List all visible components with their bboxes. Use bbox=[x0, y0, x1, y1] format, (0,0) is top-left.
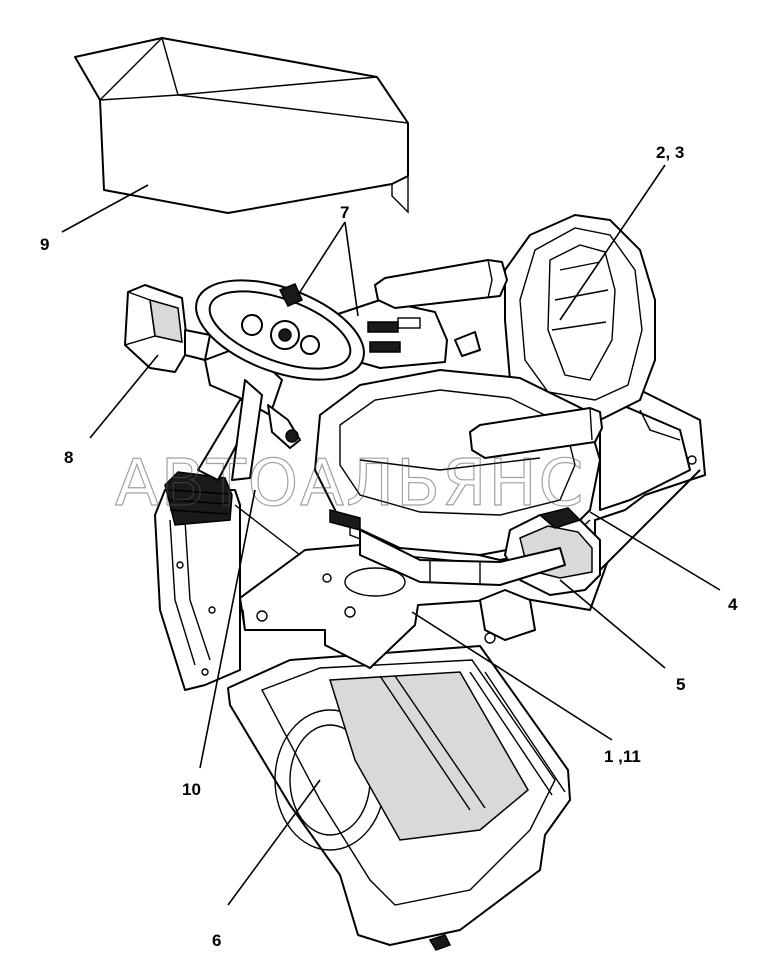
leader-lines bbox=[61, 164, 721, 906]
callout-6: 6 bbox=[212, 931, 221, 950]
callout-1-11: 1 ,11 bbox=[604, 747, 641, 766]
part-9-cover bbox=[74, 37, 409, 214]
seat-base-mechanism bbox=[329, 509, 566, 586]
callout-labels: 9 2, 3 7 8 4 5 1 ,11 10 6 bbox=[40, 143, 738, 950]
callout-2-3: 2, 3 bbox=[656, 143, 684, 162]
watermark-text: АВТОАЛЬЯНС bbox=[115, 447, 585, 521]
base-frame bbox=[227, 645, 571, 951]
part-2-3-seat bbox=[314, 214, 656, 566]
callout-8: 8 bbox=[64, 448, 73, 467]
callout-5: 5 bbox=[676, 675, 685, 694]
callout-9: 9 bbox=[40, 235, 49, 254]
callout-7: 7 bbox=[340, 203, 349, 222]
callout-10: 10 bbox=[182, 780, 201, 799]
part-8-display bbox=[124, 284, 211, 373]
callout-4: 4 bbox=[728, 595, 738, 614]
